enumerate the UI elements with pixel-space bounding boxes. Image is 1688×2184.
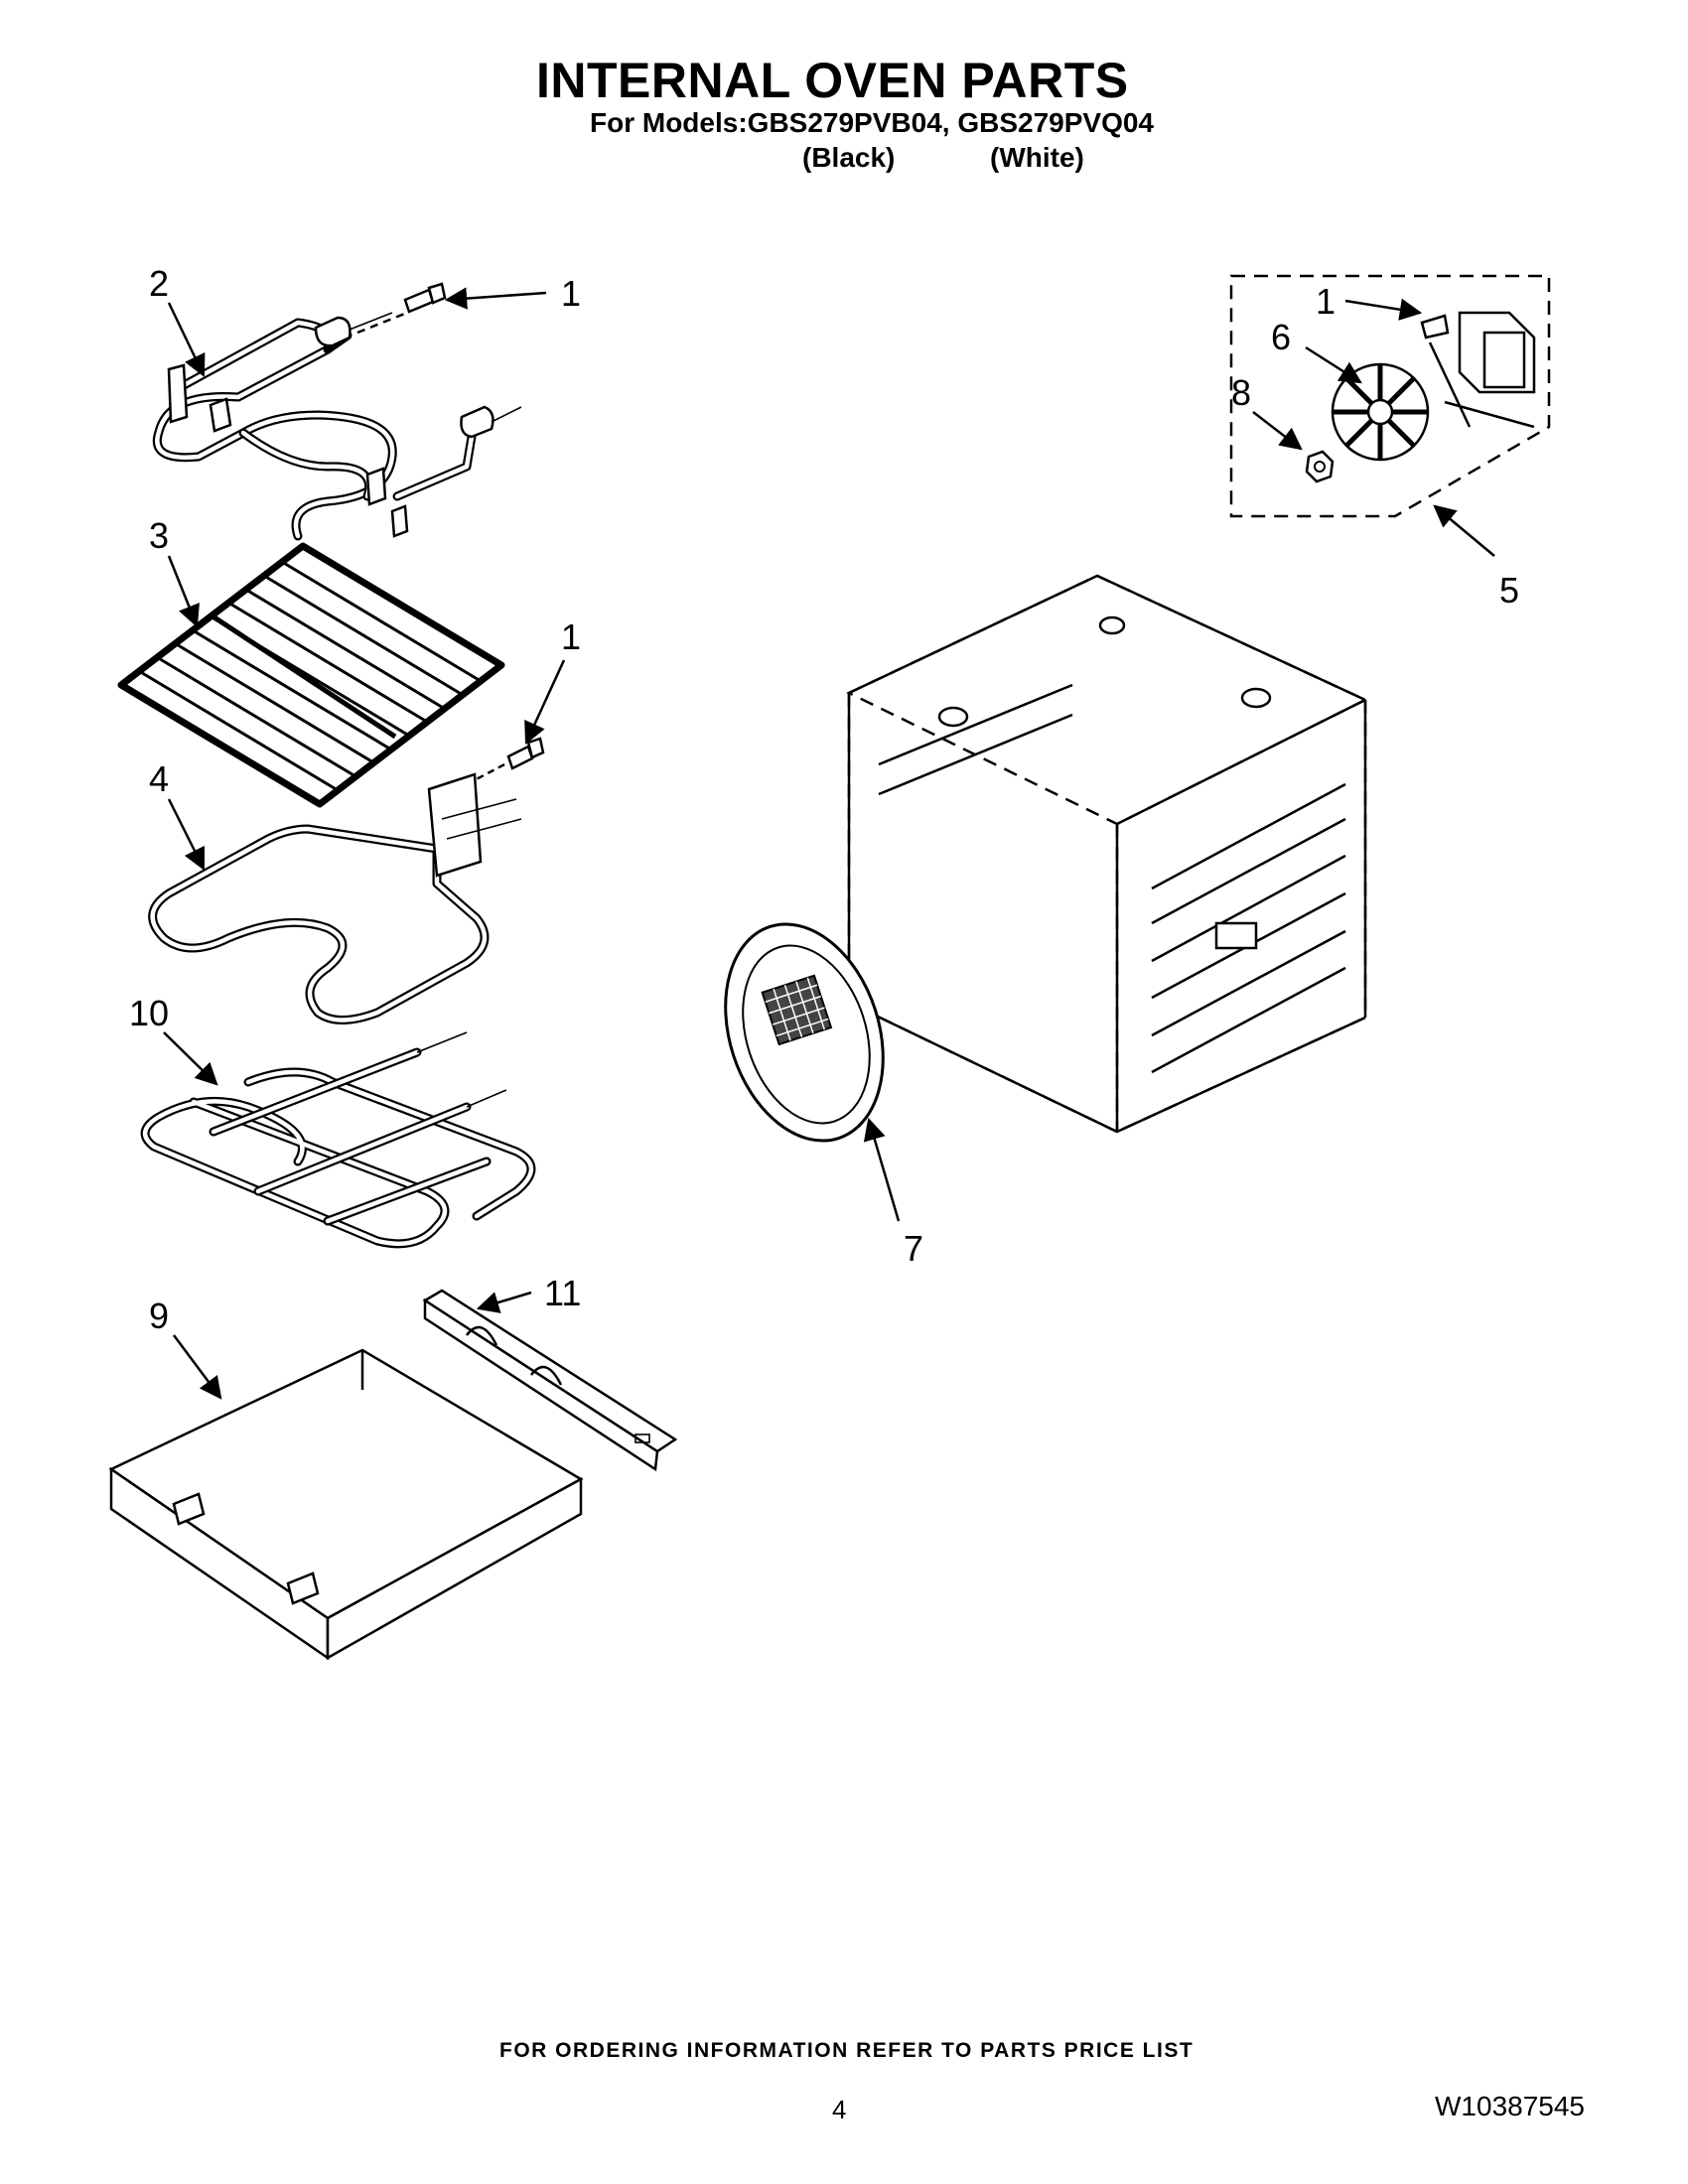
bottom-tray-part-9 (108, 1348, 584, 1661)
fan-blade-part-6 (1331, 362, 1430, 462)
leader-arrows (163, 287, 1495, 1400)
callout-1-middle: 1 (561, 616, 581, 657)
callout-1-right: 1 (1316, 281, 1336, 322)
fan-cover-part-7 (724, 922, 885, 1143)
callout-8: 8 (1231, 372, 1251, 413)
ordering-note: FOR ORDERING INFORMATION REFER TO PARTS … (499, 2039, 1195, 2062)
screw-part-1-middle (466, 737, 545, 786)
heating-element-part-10 (140, 1031, 536, 1249)
heating-element-part-4 (148, 772, 522, 1024)
callout-5: 5 (1499, 570, 1519, 611)
callout-2: 2 (149, 263, 169, 304)
callout-10: 10 (129, 993, 169, 1033)
callout-1-top: 1 (561, 273, 581, 314)
nut-part-8 (1305, 450, 1335, 483)
bracket-part-11 (422, 1289, 678, 1472)
callout-11: 11 (544, 1273, 581, 1313)
heating-element-part-2 (153, 311, 522, 541)
oven-rack-part-3 (117, 542, 505, 808)
oven-cavity (846, 574, 1368, 1134)
convection-fan-assembly-part-5 (1229, 274, 1551, 518)
color-label-white: (White) (990, 142, 1084, 173)
model-numbers: For Models:GBS279PVB04, GBS279PVQ04 (590, 107, 1154, 138)
callout-9: 9 (149, 1296, 169, 1336)
callout-3: 3 (149, 515, 169, 556)
callout-4: 4 (149, 758, 169, 799)
callout-7: 7 (904, 1228, 923, 1269)
callout-6: 6 (1271, 317, 1291, 357)
page-title: INTERNAL OVEN PARTS (536, 53, 1129, 108)
color-label-black: (Black) (802, 142, 896, 173)
screw-part-1-top (403, 282, 447, 314)
page-number: 4 (832, 2095, 847, 2124)
document-number: W10387545 (1435, 2091, 1586, 2121)
